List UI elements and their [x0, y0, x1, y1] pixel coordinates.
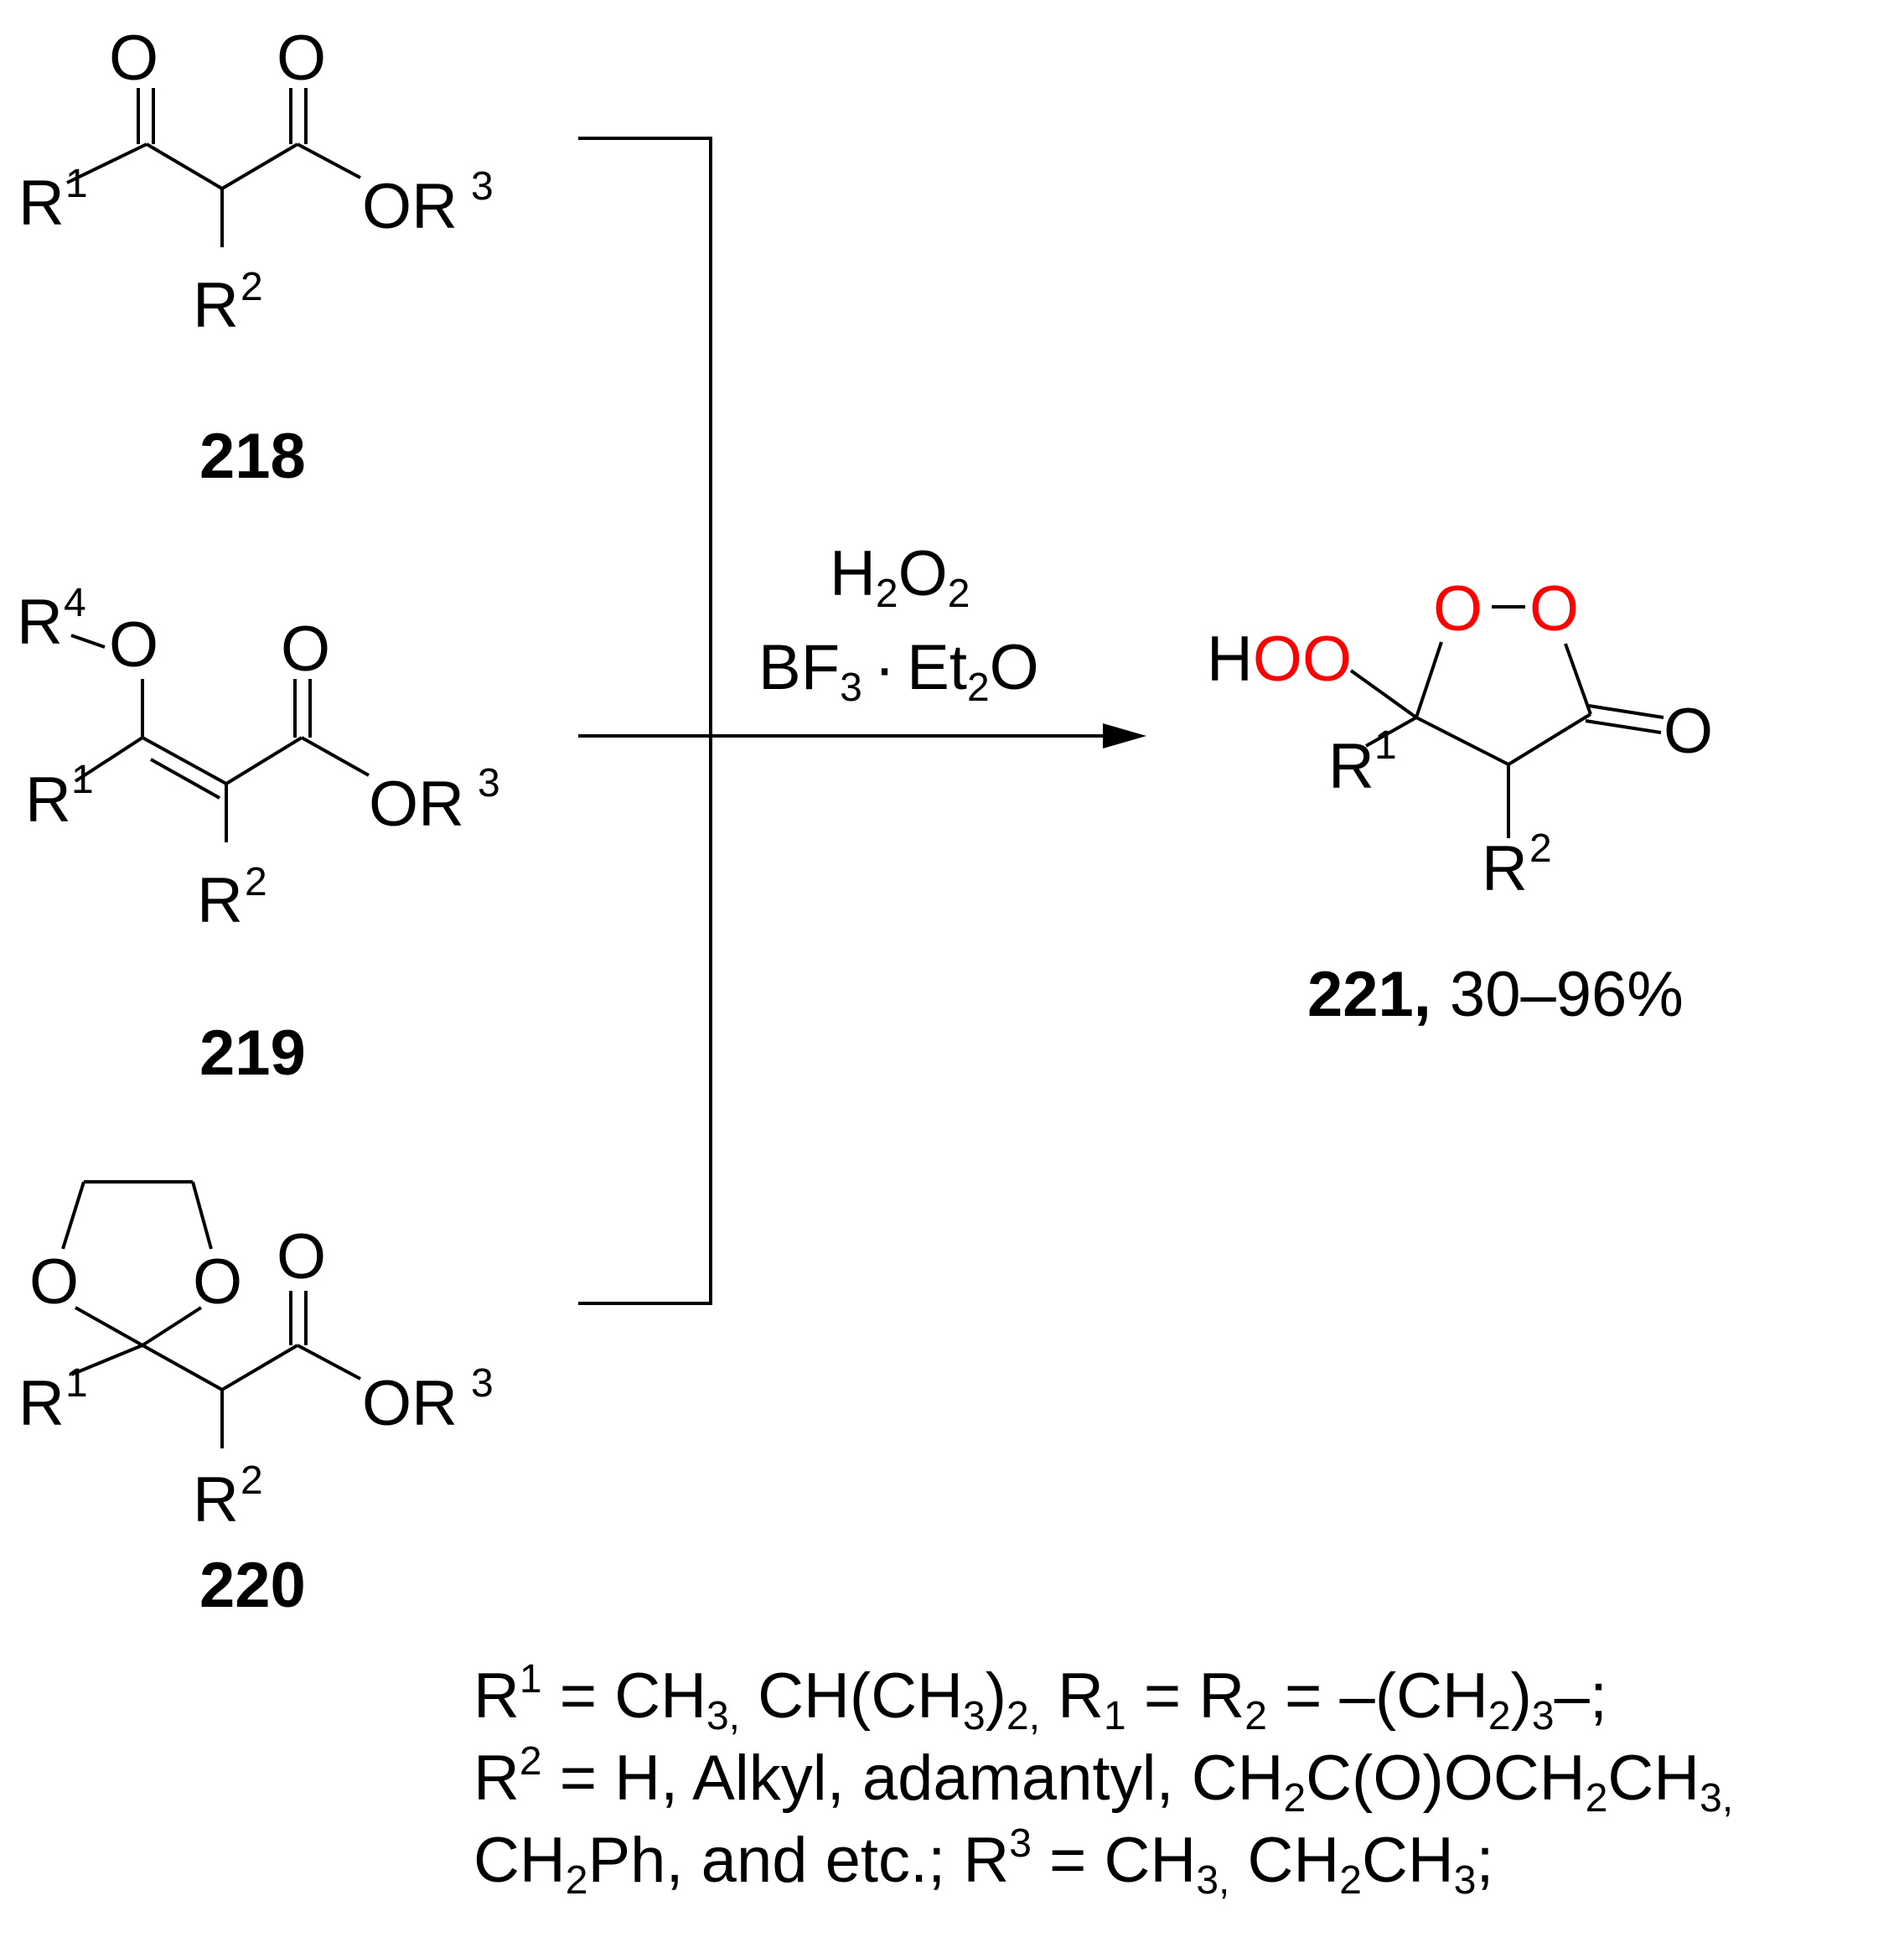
r3-superscript: 3: [471, 164, 494, 209]
r1-superscript: 1: [65, 1361, 88, 1406]
r2-label: R: [1482, 833, 1528, 904]
r3-superscript: 3: [478, 761, 500, 805]
r1-superscript: 1: [71, 758, 94, 802]
reaction-bracket: [578, 137, 1146, 1305]
ester-carbonyl-oxygen: O: [277, 23, 326, 94]
r2-superscript: 2: [245, 860, 267, 904]
r1-superscript: 1: [65, 162, 88, 206]
r4-label: R: [17, 587, 63, 658]
ester-or-label: OR: [362, 171, 458, 242]
ester-carbonyl-oxygen: O: [277, 1221, 326, 1292]
reagent-bf3-etherate: BF3·Et2O: [758, 632, 1039, 710]
r2-superscript: 2: [241, 1458, 263, 1503]
peroxide-oxygen-right: O: [1529, 573, 1579, 645]
definition-r3: CH2Ph, and etc.; R3 = CH3, CH2CH3;: [473, 1821, 1494, 1903]
r2-superscript: 2: [1529, 826, 1552, 871]
carbonyl-oxygen: O: [109, 23, 158, 94]
r2-superscript: 2: [241, 265, 263, 309]
definition-r1: R1 = CH3, CH(CH3)2, R1 = R2 = –(CH2)3–;: [473, 1657, 1608, 1738]
enol-ether-oxygen: O: [109, 609, 158, 681]
substituent-definitions: R1 = CH3, CH(CH3)2, R1 = R2 = –(CH2)3–; …: [473, 1655, 1898, 1902]
ester-or-label: OR: [369, 769, 464, 840]
r1-label: R: [1328, 731, 1374, 802]
hydroperoxy-label: HOO: [1207, 624, 1352, 695]
reaction-arrow-head: [1103, 723, 1146, 748]
dioxolane-oxygen-left: O: [29, 1246, 79, 1318]
structure-218: O O R 1 OR 3 R 2 218: [18, 23, 494, 492]
compound-label-221: 221,30–96%: [1307, 959, 1684, 1030]
structure-220: O O O R 1 OR 3 R 2 220: [18, 1180, 494, 1621]
r3-superscript: 3: [471, 1361, 494, 1406]
ester-or-label: OR: [362, 1368, 458, 1439]
compound-label-220: 220: [199, 1550, 306, 1621]
peroxide-oxygen-left: O: [1433, 573, 1482, 645]
r1-label: R: [18, 1368, 65, 1439]
r2-label: R: [197, 865, 243, 936]
r4-superscript: 4: [64, 581, 86, 625]
r1-superscript: 1: [1374, 723, 1397, 768]
r2-label: R: [193, 270, 239, 341]
r1-label: R: [25, 764, 71, 836]
definition-r2: R2 = H, Alkyl, adamantyl, CH2C(O)OCH2CH3…: [473, 1739, 1734, 1821]
compound-label-218: 218: [199, 421, 306, 492]
r2-label: R: [193, 1464, 239, 1536]
structure-221: O O HOO O R 1 R 2 221,30–96%: [1207, 573, 1713, 1030]
compound-label-219: 219: [199, 1018, 306, 1089]
ester-carbonyl-oxygen: O: [281, 614, 330, 685]
structure-219: R 4 O O R 1 OR 3 R 2 219: [17, 581, 500, 1089]
r1-label: R: [18, 168, 65, 239]
reagents: H2O2 BF3·Et2O: [758, 538, 1039, 710]
lactone-carbonyl-oxygen: O: [1663, 696, 1713, 767]
reagent-h2o2: H2O2: [830, 538, 970, 616]
dioxolane-oxygen-right: O: [193, 1246, 242, 1318]
